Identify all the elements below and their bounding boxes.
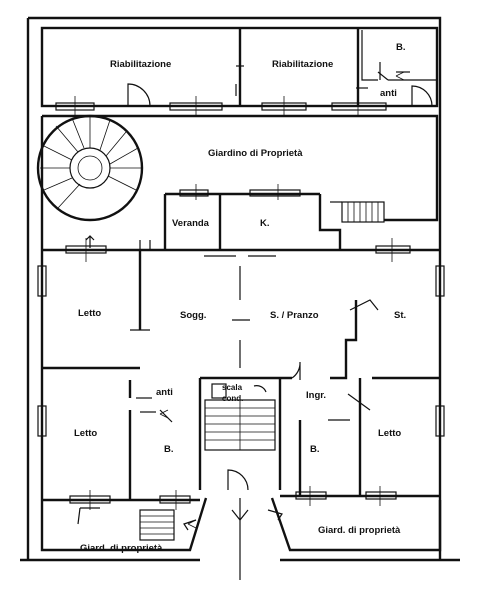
direction-arrows <box>159 71 405 529</box>
label-studio: St. <box>394 310 406 321</box>
top-bath-walls <box>356 30 436 89</box>
room-labels: Riabilitazione Riabilitazione B. anti Gi… <box>74 42 406 554</box>
label-bath-mid-right: B. <box>310 444 320 455</box>
label-garden-bottom-right: Giard. di proprietà <box>318 525 401 536</box>
label-scala-line1: scala <box>222 383 243 392</box>
label-sala-pranzo: S. / Pranzo <box>270 310 319 321</box>
bottom-garden-walls <box>40 497 442 580</box>
garden-top-area <box>36 114 439 250</box>
label-letto-left-upper: Letto <box>78 308 101 319</box>
upper-windows <box>55 96 387 116</box>
label-garden-top: Giardino di Proprietà <box>208 148 303 159</box>
top-doors <box>127 65 433 107</box>
label-bath-top: B. <box>396 42 406 53</box>
label-veranda: Veranda <box>172 218 210 229</box>
label-anti-top: anti <box>380 88 397 99</box>
label-bath-mid-left: B. <box>164 444 174 455</box>
label-riabilitazione-right: Riabilitazione <box>272 59 333 70</box>
label-riabilitazione-left: Riabilitazione <box>110 59 171 70</box>
label-ingresso: Ingr. <box>306 390 326 401</box>
label-letto-right-lower: Letto <box>378 428 401 439</box>
label-scala-line2: cond. <box>222 394 243 403</box>
label-anti-mid: anti <box>156 387 173 398</box>
label-soggiorno: Sogg. <box>180 310 206 321</box>
veranda-kitchen-walls <box>42 184 440 257</box>
living-floor-walls <box>37 238 445 510</box>
outer-walls <box>20 16 460 562</box>
label-kitchen: K. <box>260 218 270 229</box>
label-letto-left-lower: Letto <box>74 428 97 439</box>
label-garden-bottom-left: Giard. di proprietà <box>80 543 163 554</box>
